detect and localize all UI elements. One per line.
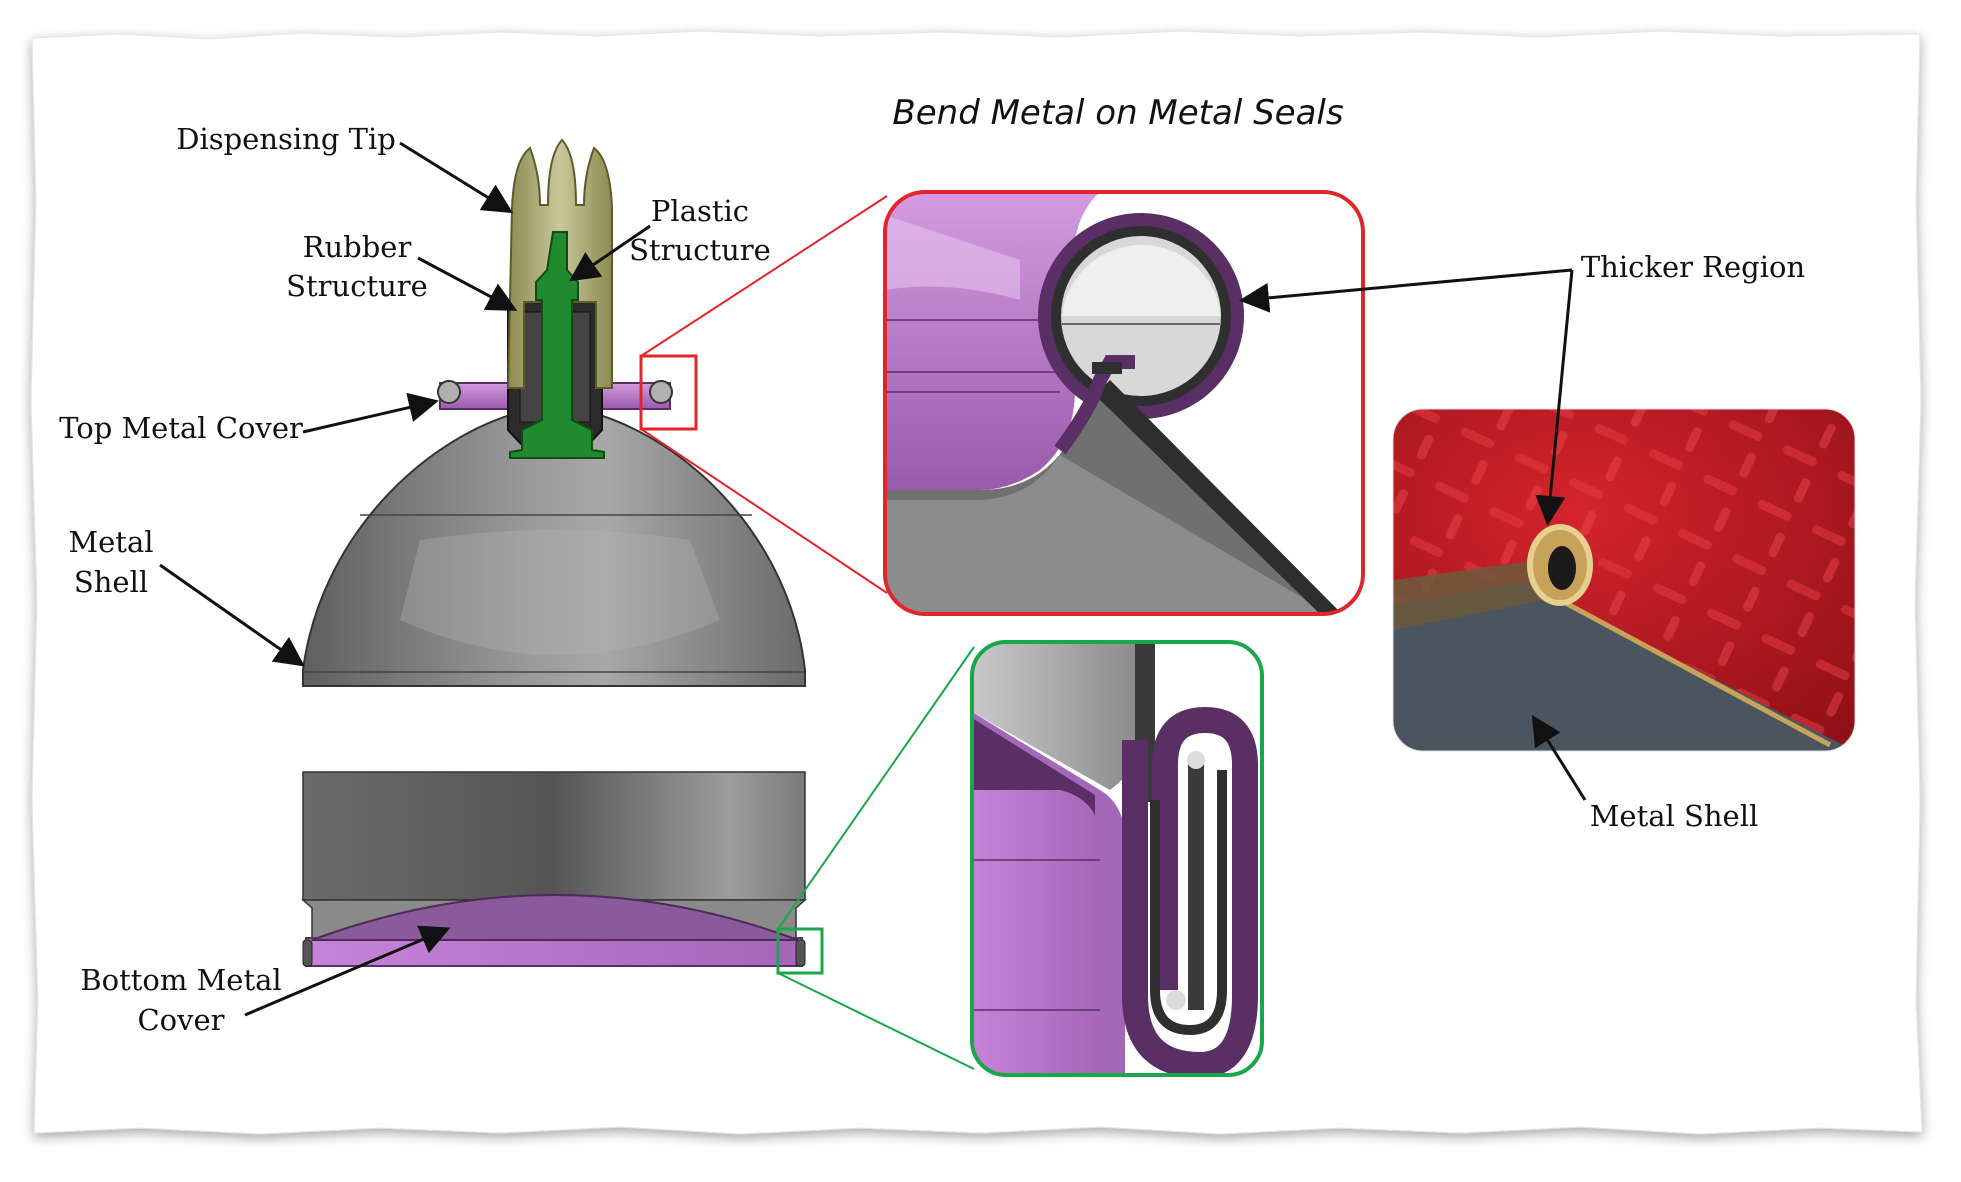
bottom-can-assembly xyxy=(301,771,807,967)
top-seal-detail xyxy=(885,192,1363,614)
green-detail-frame xyxy=(970,640,1264,1077)
label-plastic-structure-line1: Plastic xyxy=(651,194,749,228)
label-rubber-structure-line1: Rubber xyxy=(303,230,412,264)
top-can-assembly xyxy=(302,138,806,687)
plastic-structure xyxy=(509,231,605,459)
red-detail-frame xyxy=(883,190,1365,616)
label-metal-shell-line2: Shell xyxy=(74,565,148,599)
label-top-metal-cover: Top Metal Cover xyxy=(59,411,303,445)
metal-shell-body xyxy=(302,771,806,901)
label-plastic-structure-line2: Structure xyxy=(629,233,771,267)
label-metal-shell-line1: Metal xyxy=(68,525,153,559)
label-thicker-region: Thicker Region xyxy=(1581,250,1805,284)
photo-frame xyxy=(1392,408,1856,752)
red-highlight-box xyxy=(639,354,698,431)
label-bottom-metal-cover-line2: Cover xyxy=(137,1003,224,1037)
bottom-seal-detail xyxy=(972,642,1262,1075)
figure-title: Bend Metal on Metal Seals xyxy=(892,93,1343,133)
callout-arrows xyxy=(159,141,1587,1017)
label-bottom-metal-cover-line1: Bottom Metal xyxy=(80,963,281,997)
label-rubber-structure-line2: Structure xyxy=(286,269,428,303)
label-dispensing-tip: Dispensing Tip xyxy=(176,122,396,156)
seal-photo xyxy=(1393,409,1855,751)
label-metal-shell-photo: Metal Shell xyxy=(1590,799,1759,833)
green-highlight-box xyxy=(776,927,824,975)
metal-shell-dome xyxy=(302,411,806,687)
